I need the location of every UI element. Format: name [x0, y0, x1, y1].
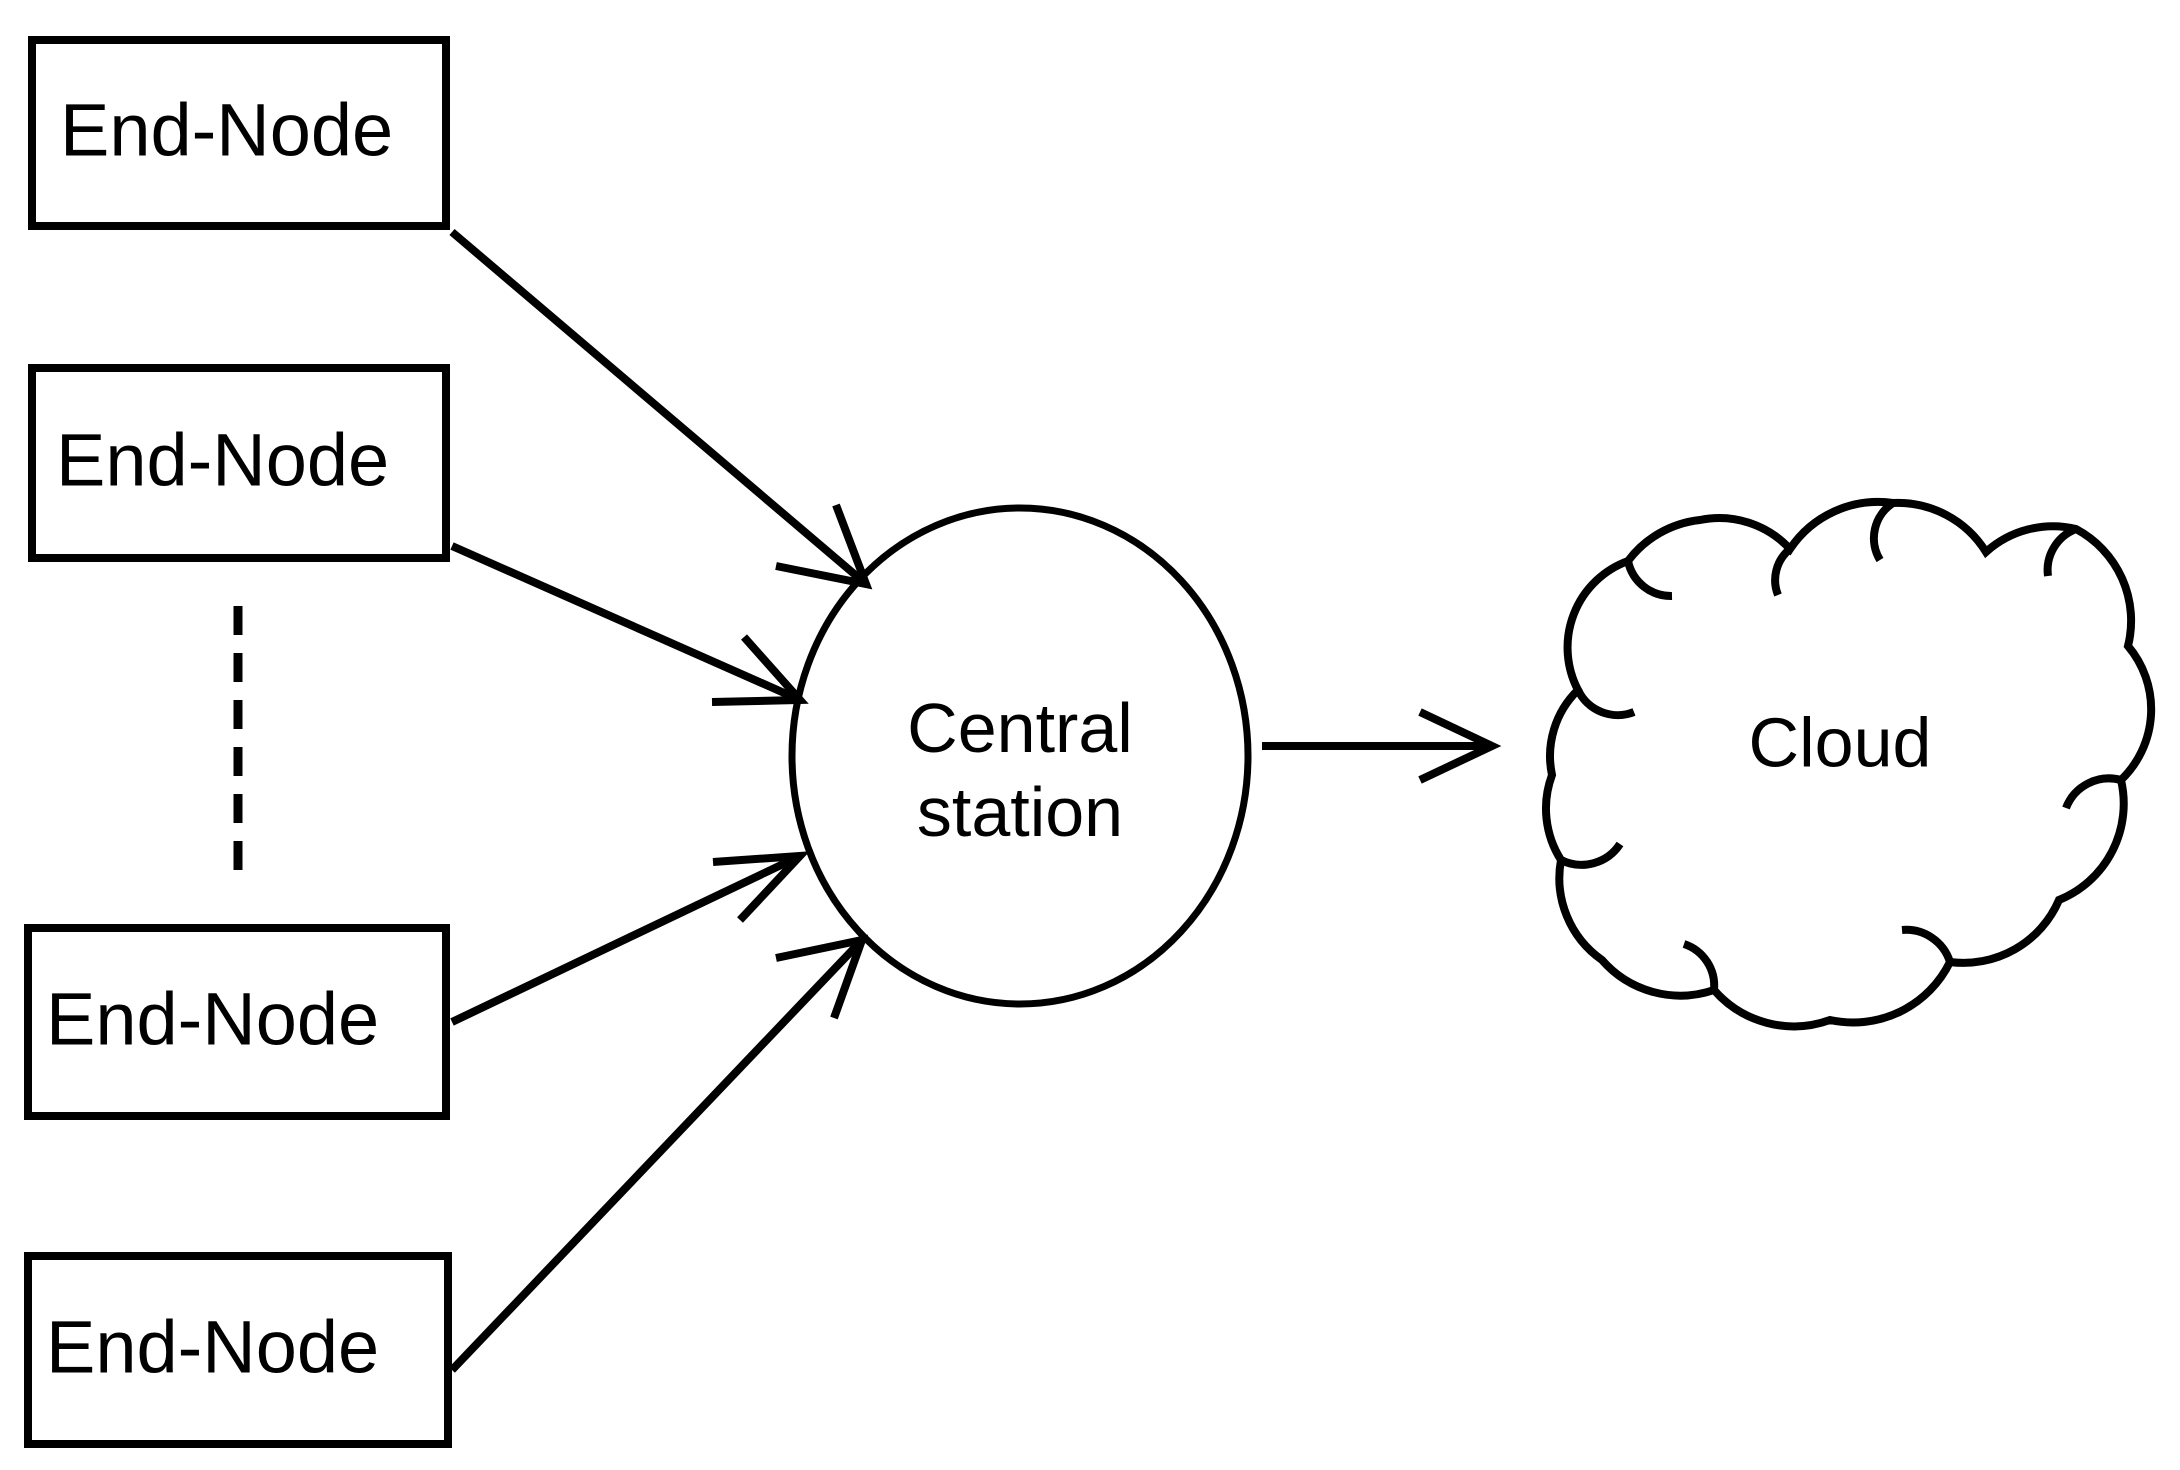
end-node-4-box[interactable]: [24, 1252, 452, 1448]
cloud-notch-2: [1771, 545, 1793, 597]
arrow-node2-to-station[interactable]: [450, 542, 809, 706]
end-node-3[interactable]: End-Node: [24, 924, 450, 1120]
end-node-3-label: End-Node: [46, 978, 379, 1061]
arrow-node3-to-station[interactable]: [450, 851, 810, 1026]
arrowhead-node2: [711, 634, 809, 706]
cloud-notch-9: [1574, 688, 1636, 720]
central-station[interactable]: Central station: [788, 504, 1252, 1008]
cloud-notch-5: [2062, 774, 2123, 810]
cloud-notch-1: [1624, 560, 1673, 601]
end-node-2-box[interactable]: [28, 364, 450, 562]
end-node-1-box[interactable]: [28, 36, 450, 230]
end-node-1[interactable]: End-Node: [28, 36, 450, 230]
cloud-notch-6: [1901, 925, 1954, 964]
central-station-ellipse[interactable]: [788, 504, 1252, 1008]
end-node-2-label: End-Node: [56, 419, 389, 502]
cloud-notch-3: [1869, 499, 1896, 563]
end-node-3-box[interactable]: [24, 924, 450, 1120]
arrowhead-node4: [775, 934, 869, 1020]
end-node-4-label: End-Node: [46, 1306, 379, 1389]
arrow-node4-to-station[interactable]: [449, 934, 869, 1373]
cloud-notch-8: [1559, 841, 1624, 869]
arrowhead-node1: [775, 503, 873, 590]
central-station-label-line1: Central: [907, 689, 1133, 767]
arrow-node1-to-station[interactable]: [449, 228, 873, 590]
end-node-4[interactable]: End-Node: [24, 1252, 452, 1448]
arrow-station-to-cloud[interactable]: [1262, 708, 1502, 784]
end-node-2[interactable]: End-Node: [28, 364, 450, 562]
cloud-notch-4: [2043, 525, 2078, 577]
cloud-notch-7: [1682, 940, 1719, 991]
cloud-label: Cloud: [1749, 703, 1932, 781]
arrowhead-node3: [712, 851, 810, 923]
central-station-label-line2: station: [917, 773, 1123, 851]
cloud[interactable]: Cloud: [1542, 497, 2156, 1031]
end-node-1-label: End-Node: [60, 89, 393, 172]
arrowhead-station-to-cloud: [1418, 708, 1502, 784]
